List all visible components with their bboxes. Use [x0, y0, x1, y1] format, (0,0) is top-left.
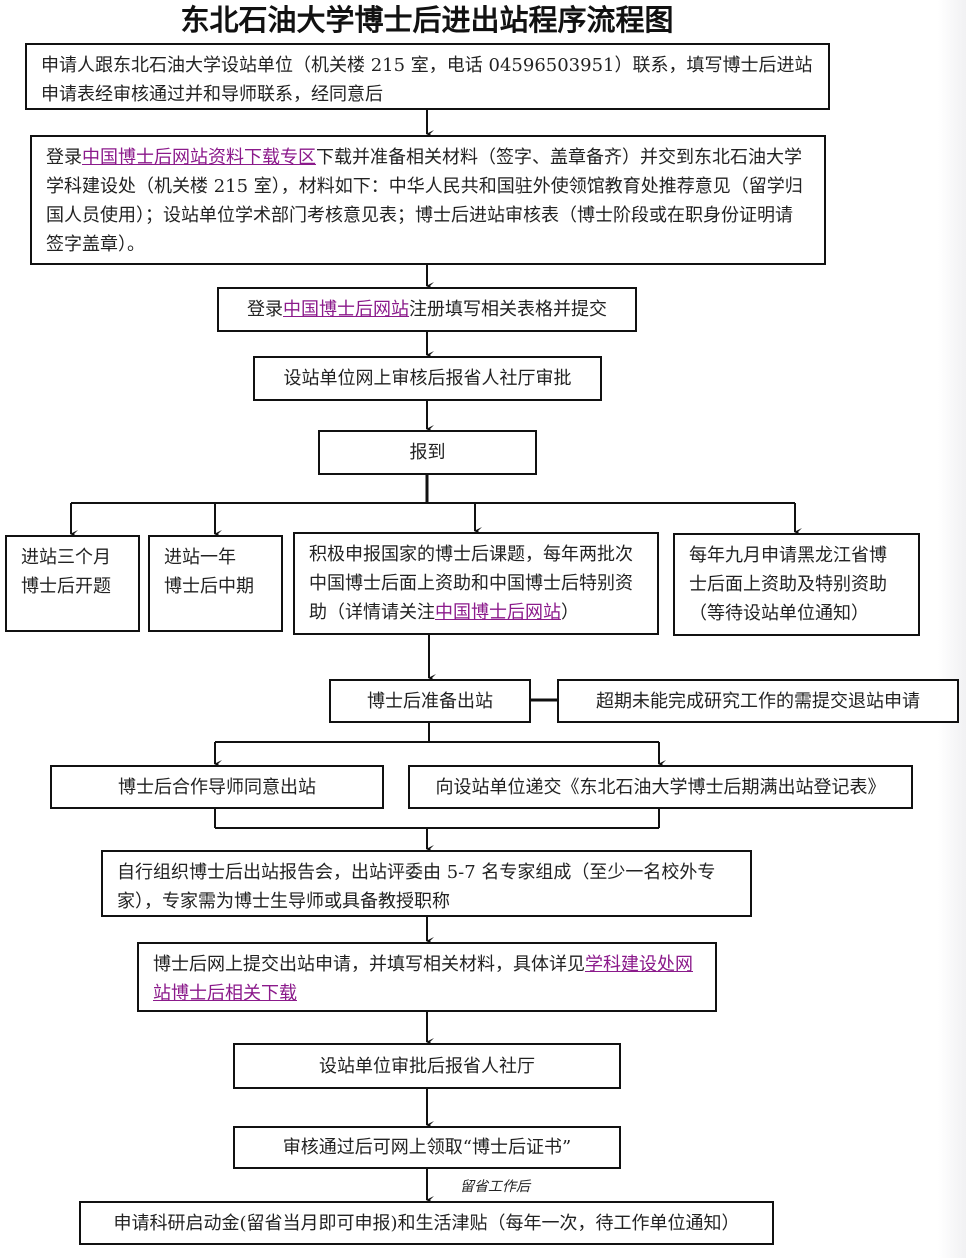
- postdoc-site-link-2[interactable]: 中国博士后网站: [435, 602, 561, 623]
- step-online-review: 设站单位网上审核后报省人社厅审批: [253, 356, 602, 401]
- step-exit-report: 自行组织博士后出站报告会，出站评委由 5-7 名专家组成（至少一名校外专家），专…: [101, 850, 752, 917]
- step-one-year: 进站一年 博士后中期: [148, 535, 283, 632]
- step-three-months: 进站三个月 博士后开题: [5, 535, 140, 632]
- step-submit-form: 向设站单位递交《东北石油大学博士后期满出站登记表》: [408, 765, 913, 809]
- step-materials: 登录中国博士后网站资料下载专区下载并准备相关材料（签字、盖章备齐）并交到东北石油…: [30, 135, 826, 265]
- step-online-exit: 博士后网上提交出站申请，并填写相关材料，具体详见学科建设处网站博士后相关下载: [137, 942, 717, 1012]
- postdoc-download-link[interactable]: 中国博士后网站资料下载专区: [82, 147, 316, 168]
- discipline-download-link[interactable]: 学科建设处网站博士后相关下载: [153, 954, 693, 1004]
- postdoc-site-link[interactable]: 中国博士后网站: [283, 299, 409, 320]
- step-certificate: 审核通过后可网上领取“博士后证书”: [233, 1126, 621, 1169]
- step-advisor-agree: 博士后合作导师同意出站: [50, 765, 384, 809]
- step-national-funding: 积极申报国家的博士后课题，每年两批次中国博士后面上资助和中国博士后特别资助（详情…: [293, 532, 659, 635]
- step-provincial-funding: 每年九月申请黑龙江省博士后面上资助及特别资助（等待设站单位通知）: [673, 533, 920, 636]
- step-report: 报到: [318, 430, 537, 475]
- step-prepare-exit: 博士后准备出站: [329, 679, 531, 723]
- step-overdue: 超期未能完成研究工作的需提交退站申请: [557, 679, 959, 723]
- page-edge-shadow: [938, 0, 966, 1258]
- step-approve: 设站单位审批后报省人社厅: [233, 1043, 621, 1089]
- step-contact: 申请人跟东北石油大学设站单位（机关楼 215 室，电话 04596503951）…: [25, 43, 830, 110]
- step-funding: 申请科研启动金(留省当月即可申报)和生活津贴（每年一次，待工作单位通知）: [79, 1201, 774, 1245]
- stay-in-province-label: 留省工作后: [460, 1179, 530, 1195]
- step-register: 登录中国博士后网站注册填写相关表格并提交: [217, 287, 637, 332]
- page-title: 东北石油大学博士后进出站程序流程图: [180, 3, 674, 37]
